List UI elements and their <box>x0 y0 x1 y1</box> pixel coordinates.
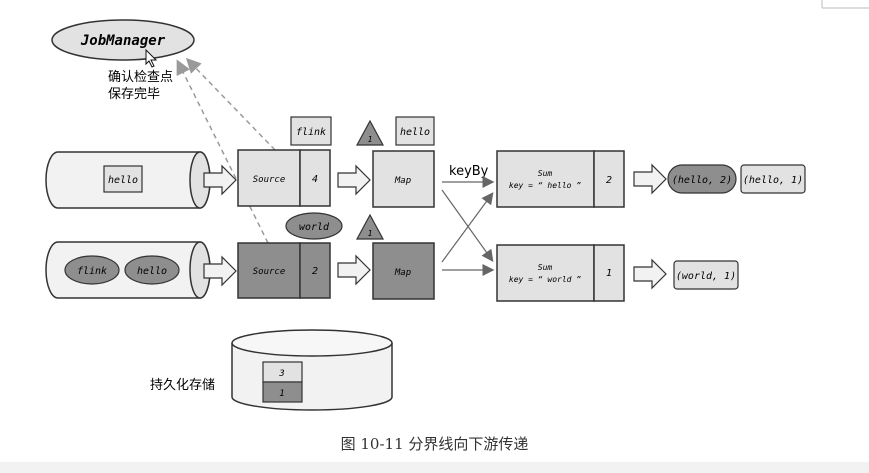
source-label: Source <box>253 175 286 185</box>
keyby-arrow <box>441 192 494 263</box>
source-label: Source <box>253 267 286 277</box>
record-label: hello <box>137 266 167 277</box>
flow-arrow <box>337 254 371 286</box>
source-node-bottom: Source 2 <box>237 242 331 299</box>
in-flight-label: hello <box>400 127 430 138</box>
sum-label: Sum <box>538 169 553 178</box>
flow-arrow <box>203 255 237 287</box>
flow-arrow <box>203 164 237 196</box>
mouse-cursor-icon <box>145 48 158 68</box>
sum-key: key = “ world ” <box>509 275 581 284</box>
ack-note-line2: 保存完毕 <box>108 87 160 102</box>
map-node-top: Map <box>372 150 435 208</box>
in-flight-label: world <box>299 222 330 233</box>
job-manager-node: JobManager <box>51 19 195 61</box>
in-flight-label: flink <box>296 127 326 138</box>
flow-arrow <box>633 163 667 195</box>
persistent-storage: 3 1 <box>231 329 393 411</box>
sum-key: key = “ hello ” <box>509 181 581 190</box>
ack-note-line1: 确认检查点 <box>108 70 173 85</box>
output-record <box>667 164 737 194</box>
keyby-label: keyBy <box>449 164 489 179</box>
storage-label: 持久化存储 <box>150 378 215 393</box>
storage-slot-label: 3 <box>278 369 284 379</box>
output-label: (hello, 2) <box>672 175 732 186</box>
keyby-arrow <box>441 189 494 262</box>
map-label: Map <box>394 268 411 278</box>
flow-arrow <box>633 258 667 290</box>
record-label: hello <box>108 175 138 186</box>
output-label: (hello, 1) <box>743 175 803 186</box>
sum-count: 1 <box>606 268 612 279</box>
source-offset: 4 <box>312 174 318 185</box>
input-stream-bottom: flink hello <box>45 241 211 299</box>
barrier-label: 1 <box>368 135 373 144</box>
output-label: (world, 1) <box>676 271 736 282</box>
bottom-bar <box>0 462 869 473</box>
input-stream-top: hello <box>45 151 211 209</box>
storage-slot <box>262 381 303 403</box>
sum-node-top: Sum key = “ hello ” 2 <box>496 150 625 208</box>
figure-caption: 图 10-11 分界线向下游传递 <box>340 435 529 453</box>
ack-arrow-top <box>185 57 276 151</box>
in-flight-record <box>395 116 435 146</box>
output-record <box>740 164 806 194</box>
ack-arrow-bottom <box>176 59 269 244</box>
record-box <box>103 165 143 193</box>
sum-count: 2 <box>606 175 612 186</box>
barrier-triangle-icon <box>355 213 385 240</box>
source-offset: 2 <box>312 266 318 277</box>
record-label: flink <box>77 266 107 277</box>
sum-label: Sum <box>538 263 553 272</box>
job-manager-label: JobManager <box>80 33 166 49</box>
map-label: Map <box>394 176 411 186</box>
map-node-bottom: Map <box>372 242 435 300</box>
in-flight-record <box>290 116 332 146</box>
barrier-label: 1 <box>368 229 373 238</box>
in-flight-record <box>285 212 343 240</box>
record-ellipse <box>64 255 120 285</box>
barrier-triangle-icon <box>355 119 385 146</box>
storage-slot-label: 1 <box>279 389 284 399</box>
flow-arrow <box>337 164 371 196</box>
record-ellipse <box>124 255 180 285</box>
source-node-top: Source 4 <box>237 149 331 207</box>
output-record <box>673 260 739 290</box>
sum-node-bottom: Sum key = “ world ” 1 <box>496 244 625 302</box>
